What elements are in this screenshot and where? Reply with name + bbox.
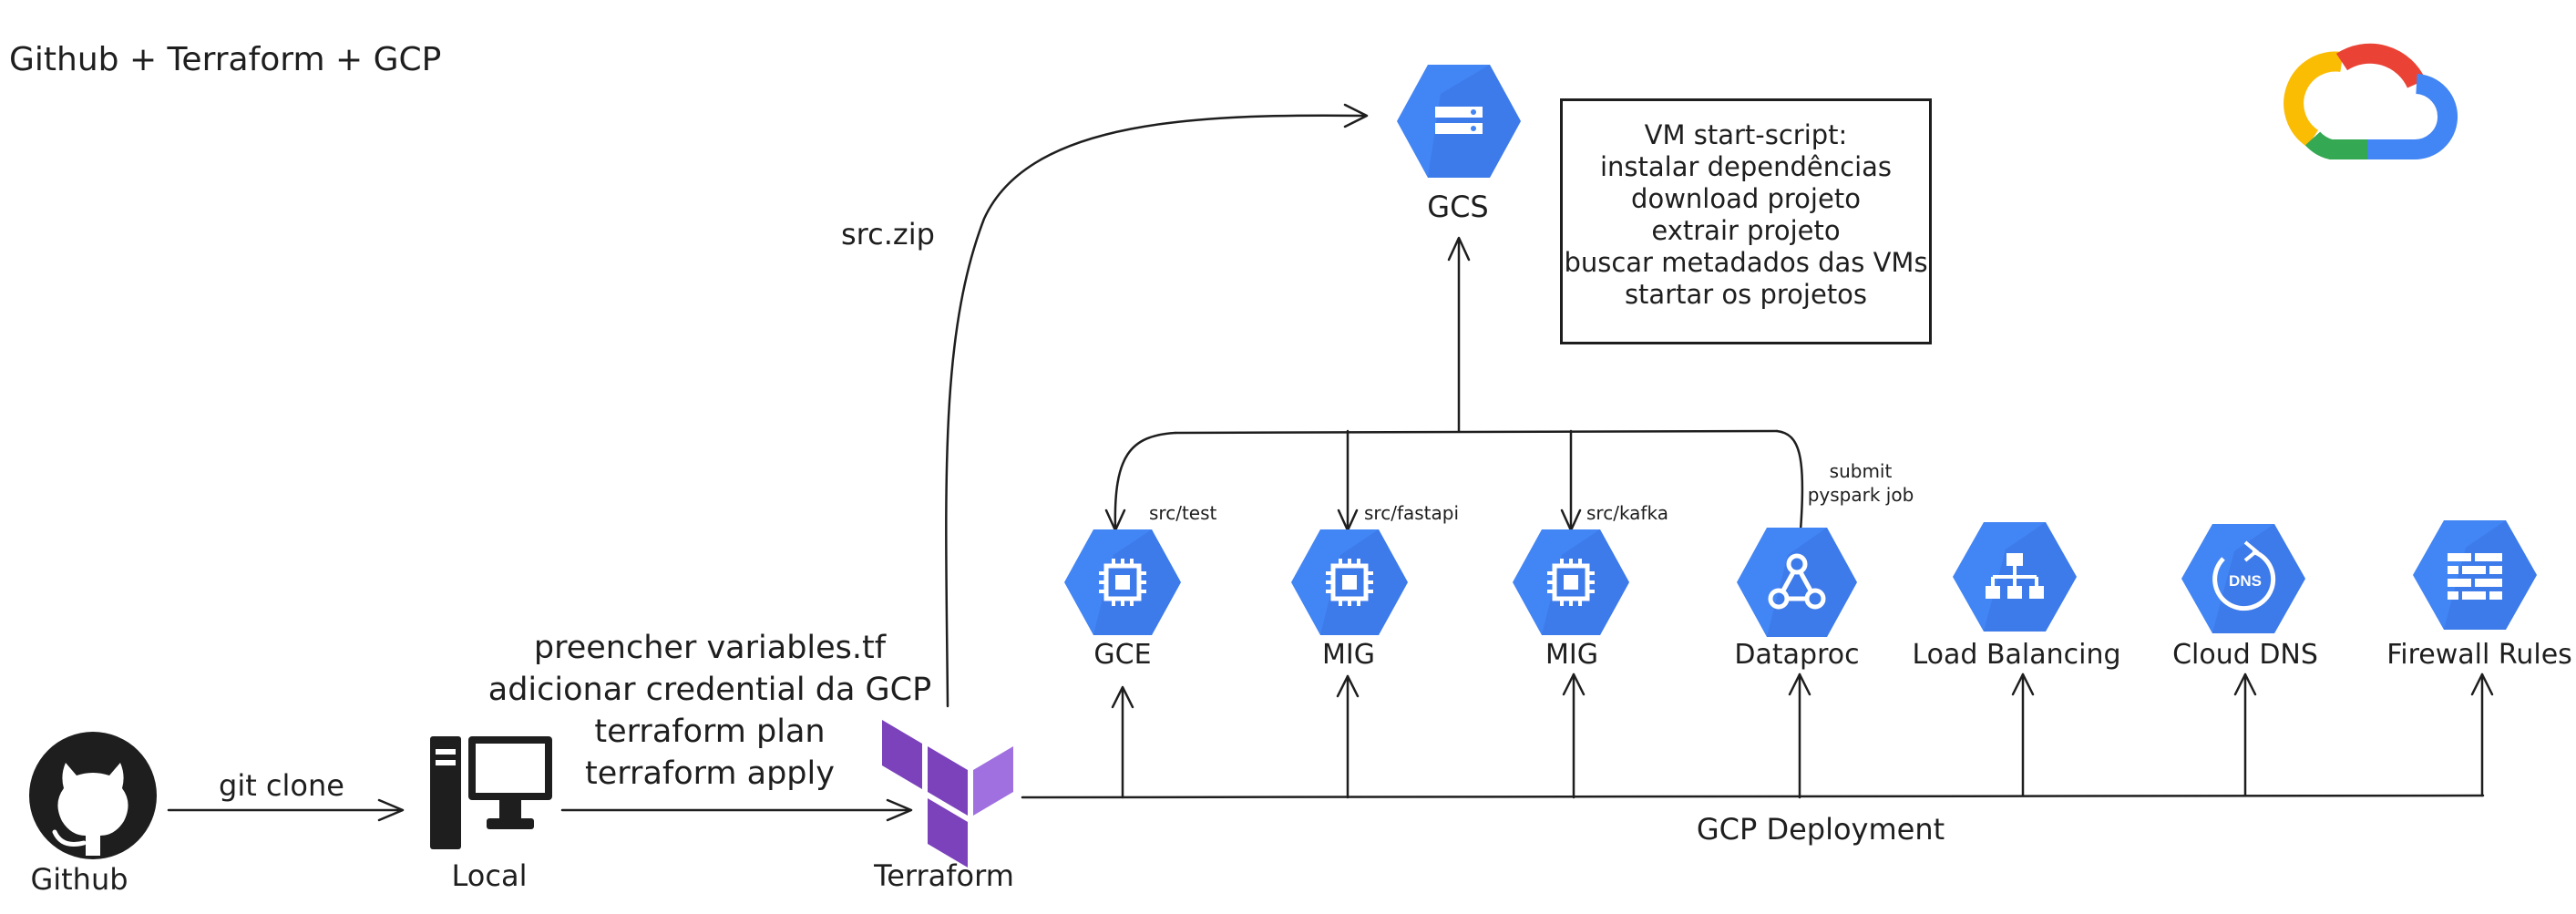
firewall-icon	[2413, 520, 2537, 630]
note-line: extrair projeto	[1651, 215, 1841, 246]
note-line: startar os projetos	[1624, 279, 1868, 310]
src-zip-label: src.zip	[841, 217, 935, 252]
start-script-note: VM start-script: instalar dependências d…	[1560, 98, 1932, 344]
gce-label: GCE	[1093, 639, 1152, 671]
terraform-icon	[882, 720, 1013, 868]
submit-job-line: pyspark job	[1807, 484, 1914, 506]
terraform-step: adicionar credential da GCP	[487, 672, 932, 708]
cloud-dns-icon: DNS	[2181, 524, 2305, 633]
dataproc-label: Dataproc	[1734, 639, 1860, 671]
src-fastapi-label: src/fastapi	[1364, 502, 1460, 524]
src-kafka-label: src/kafka	[1586, 502, 1668, 524]
github-label: Github	[30, 862, 128, 897]
gcs-icon	[1397, 65, 1521, 178]
dataproc-icon	[1737, 528, 1857, 637]
deployment-bus	[1021, 794, 2485, 799]
computer-icon	[430, 736, 552, 849]
terraform-step: terraform apply	[585, 755, 835, 792]
mig-label: MIG	[1545, 639, 1598, 671]
note-line: VM start-script:	[1644, 119, 1848, 150]
cloud-dns-label: Cloud DNS	[2172, 639, 2318, 671]
edge-github-local-arrowhead	[377, 798, 405, 822]
google-cloud-logo-icon	[2284, 43, 2458, 160]
edge-terraform-gcs-arrowhead	[1343, 103, 1369, 128]
edge-gcs-gce	[1114, 431, 1177, 530]
edge-local-terraform-arrowhead	[886, 798, 913, 822]
diagram-title: Github + Terraform + GCP	[9, 41, 442, 78]
gcp-deployment-label: GCP Deployment	[1696, 812, 1945, 847]
terraform-step: terraform plan	[594, 714, 826, 750]
edge-terraform-gcs	[945, 114, 1367, 708]
github-icon	[29, 732, 157, 859]
dns-icon-label: DNS	[2229, 572, 2262, 590]
submit-job-label: submit pyspark job	[1808, 459, 1914, 507]
terraform-step: preencher variables.tf	[533, 630, 887, 666]
load-balancing-label: Load Balancing	[1912, 639, 2121, 671]
gcs-label: GCS	[1427, 190, 1489, 224]
local-label: Local	[451, 858, 528, 893]
gcs-distribution-bus	[1174, 429, 1779, 435]
note-line: buscar metadados das VMs	[1564, 247, 1928, 278]
submit-job-line: submit	[1829, 460, 1893, 482]
mig-icon	[1291, 529, 1408, 635]
note-line: instalar dependências	[1599, 151, 1893, 182]
load-balancing-icon	[1953, 522, 2077, 632]
src-test-label: src/test	[1149, 502, 1217, 524]
edge-gcs-dataproc	[1775, 429, 1804, 532]
terraform-label: Terraform	[874, 858, 1014, 893]
mig-icon	[1513, 529, 1629, 635]
terraform-steps: preencher variables.tf adicionar credent…	[458, 627, 961, 795]
gce-icon	[1064, 529, 1181, 635]
git-clone-label: git clone	[219, 768, 344, 803]
note-line: download projeto	[1631, 183, 1861, 214]
mig-label: MIG	[1322, 639, 1375, 671]
firewall-rules-label: Firewall Rules	[2386, 639, 2572, 671]
